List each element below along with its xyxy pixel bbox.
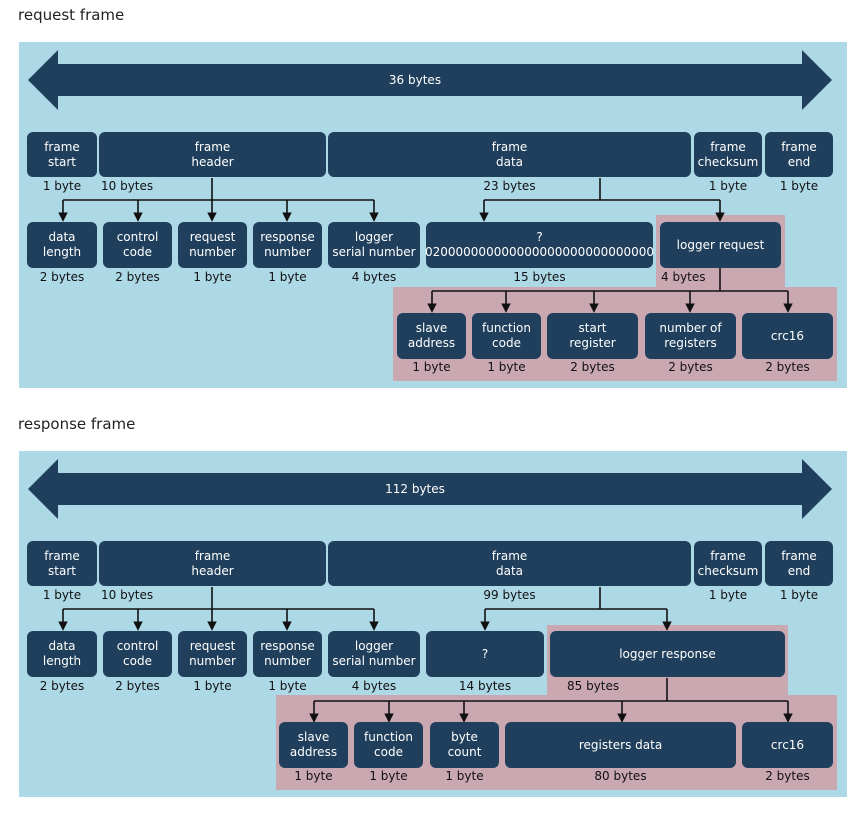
- response-frame-data-size: 99 bytes: [483, 588, 536, 602]
- response-response-number-size: 1 byte: [268, 679, 307, 693]
- response-crc16: crc16: [742, 722, 833, 768]
- response-logger-serial-number-size: 4 bytes: [351, 679, 397, 693]
- request-data-length: data length: [27, 222, 97, 268]
- request-frame-header-size: 10 bytes: [101, 179, 154, 193]
- response-slave-address-size: 1 byte: [294, 769, 333, 783]
- request-response-number: response number: [253, 222, 322, 268]
- request-crc16-size: 2 bytes: [765, 360, 810, 374]
- response-request-number-size: 1 byte: [193, 679, 232, 693]
- response-control-code: control code: [103, 631, 172, 677]
- request-request-number: request number: [178, 222, 247, 268]
- response-frame-checksum-size: 1 byte: [708, 588, 748, 602]
- request-number-of-registers: number of registers: [645, 313, 736, 359]
- response-frame-start-size: 1 byte: [42, 588, 82, 602]
- request-logger-serial-number-size: 4 bytes: [351, 270, 397, 284]
- request-crc16: crc16: [742, 313, 833, 359]
- request-logger-request-size: 4 bytes: [661, 270, 706, 284]
- request-frame-title: request frame: [18, 6, 125, 24]
- response-registers-data: registers data: [505, 722, 736, 768]
- request-unknown-data: ? 020000000000000000000000000000: [425, 222, 654, 268]
- response-function-code: function code: [354, 722, 423, 768]
- request-frame-end-size: 1 byte: [779, 179, 819, 193]
- response-unknown-data-size: 14 bytes: [458, 679, 512, 693]
- request-slave-address: slave address: [397, 313, 466, 359]
- response-slave-address: slave address: [279, 722, 348, 768]
- response-logger-serial-number: logger serial number: [328, 631, 420, 677]
- response-frame-end: frame end: [765, 541, 833, 586]
- request-frame-data: frame data: [328, 132, 691, 177]
- response-frame-data: frame data: [328, 541, 691, 586]
- response-response-number: response number: [253, 631, 322, 677]
- response-logger-response: logger response: [550, 631, 785, 677]
- request-logger-serial-number: logger serial number: [328, 222, 420, 268]
- response-total-size: 112 bytes: [385, 482, 445, 496]
- response-byte-count: byte count: [430, 722, 499, 768]
- request-start-register-size: 2 bytes: [570, 360, 615, 374]
- response-unknown-data: ?: [426, 631, 544, 677]
- response-function-code-size: 1 byte: [369, 769, 408, 783]
- request-frame-checksum: frame checksum: [694, 132, 762, 177]
- response-data-length-size: 2 bytes: [39, 679, 85, 693]
- response-frame-header: frame header: [99, 541, 326, 586]
- response-control-code-size: 2 bytes: [115, 679, 160, 693]
- request-function-code-size: 1 byte: [487, 360, 526, 374]
- response-crc16-size: 2 bytes: [765, 769, 810, 783]
- response-byte-count-size: 1 byte: [445, 769, 484, 783]
- request-logger-request: logger request: [660, 222, 781, 268]
- request-number-of-registers-size: 2 bytes: [668, 360, 713, 374]
- response-frame-end-size: 1 byte: [779, 588, 819, 602]
- response-registers-data-size: 80 bytes: [594, 769, 647, 783]
- request-frame-data-size: 23 bytes: [483, 179, 536, 193]
- request-start-register: start register: [547, 313, 638, 359]
- request-function-code: function code: [472, 313, 541, 359]
- request-control-code: control code: [103, 222, 172, 268]
- request-frame-start: frame start: [27, 132, 97, 177]
- response-data-length: data length: [27, 631, 97, 677]
- request-response-number-size: 1 byte: [268, 270, 307, 284]
- request-unknown-data-size: 15 bytes: [513, 270, 566, 284]
- request-slave-address-size: 1 byte: [412, 360, 451, 374]
- response-request-number: request number: [178, 631, 247, 677]
- response-frame-header-size: 10 bytes: [101, 588, 154, 602]
- request-frame-header: frame header: [99, 132, 326, 177]
- request-frame-checksum-size: 1 byte: [708, 179, 748, 193]
- response-logger-response-size: 85 bytes: [567, 679, 620, 693]
- request-control-code-size: 2 bytes: [115, 270, 160, 284]
- request-total-size: 36 bytes: [388, 73, 442, 87]
- response-frame-checksum: frame checksum: [694, 541, 762, 586]
- request-data-length-size: 2 bytes: [39, 270, 85, 284]
- request-request-number-size: 1 byte: [193, 270, 232, 284]
- request-frame-start-size: 1 byte: [42, 179, 82, 193]
- response-frame-start: frame start: [27, 541, 97, 586]
- request-frame-end: frame end: [765, 132, 833, 177]
- response-frame-title: response frame: [18, 415, 136, 433]
